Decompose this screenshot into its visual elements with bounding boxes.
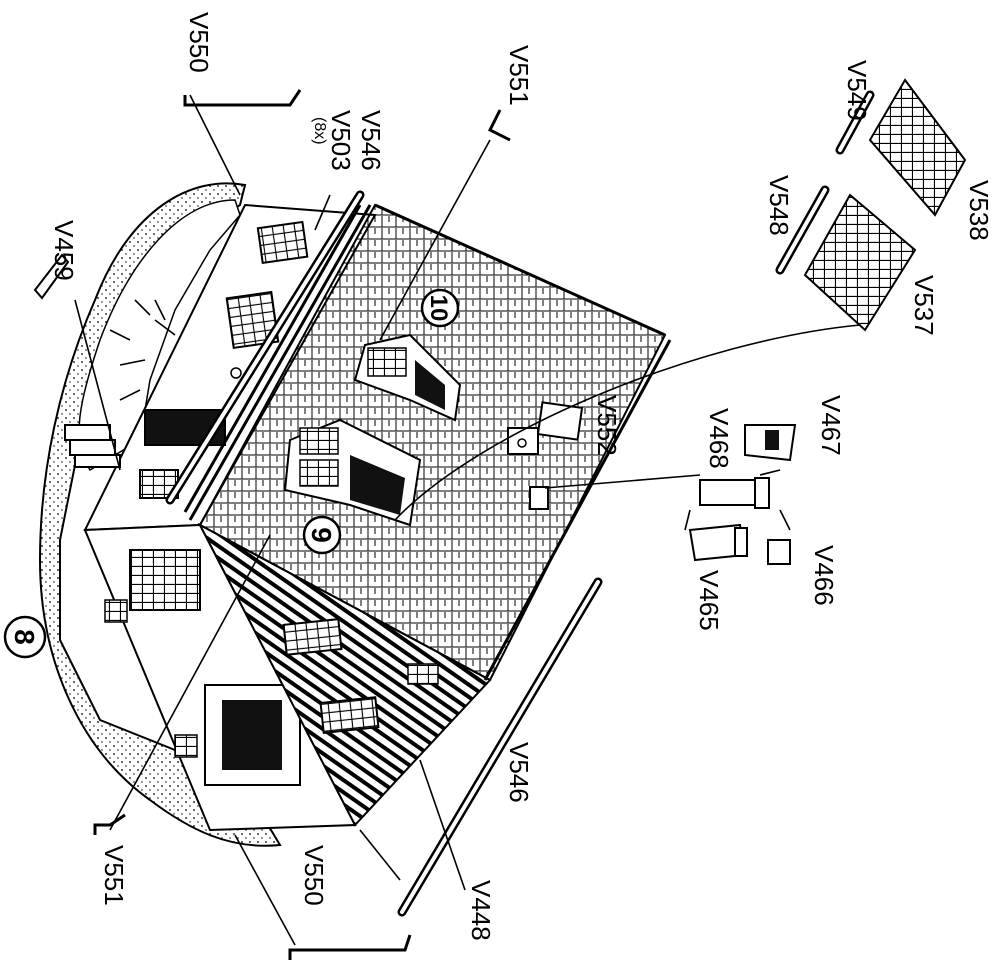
label-v448: V448	[466, 880, 496, 941]
label-v537: V537	[909, 275, 939, 336]
label-v465: V465	[694, 570, 724, 631]
label-v546-bottom: V546	[504, 742, 534, 803]
label-v459: V459	[49, 220, 79, 281]
window	[407, 663, 439, 685]
part-v459	[33, 253, 70, 300]
window	[225, 290, 280, 349]
chimney-plate	[507, 401, 584, 510]
label-v467: V467	[816, 395, 846, 456]
terrain-base	[38, 182, 282, 847]
ridge-rails	[165, 190, 672, 917]
window	[104, 599, 128, 623]
house-front-wall	[83, 523, 357, 832]
label-v466: V466	[809, 545, 839, 606]
label-v552: V552	[592, 395, 622, 456]
step-8-label: 8	[9, 629, 40, 645]
step-10-label: 10	[425, 295, 452, 322]
profile-brackets	[93, 89, 511, 960]
step-10: 10	[420, 288, 460, 328]
roof-panel-v538	[868, 78, 967, 217]
label-v503-qty: (8x)	[311, 117, 328, 145]
label-v546-top: V546	[356, 110, 386, 171]
step-8: 8	[3, 615, 47, 659]
chimney-parts	[688, 424, 797, 565]
part-labels: V550 V551 V549 V538 V548 V537 V546 V503 …	[49, 12, 994, 941]
ridge-caps	[775, 90, 875, 275]
label-v551-bottom: V551	[99, 845, 129, 906]
entry-steps	[64, 424, 121, 468]
gable-siding	[197, 522, 492, 827]
label-v503: V503	[326, 110, 356, 171]
dormer-9	[283, 418, 422, 527]
label-v538: V538	[964, 180, 994, 241]
step-9: 9	[302, 515, 342, 555]
window	[319, 696, 380, 734]
label-v549: V549	[842, 60, 872, 121]
step-9-label: 9	[306, 527, 337, 543]
label-v551-top: V551	[504, 45, 534, 106]
leader-lines	[74, 94, 861, 946]
label-v468: V468	[704, 408, 734, 469]
window	[256, 220, 309, 265]
dormer-10	[353, 333, 462, 422]
window	[129, 549, 201, 611]
window	[174, 734, 198, 758]
roof-panel-v537	[803, 193, 917, 332]
label-v550-top: V550	[184, 12, 214, 73]
label-v548: V548	[764, 175, 794, 236]
window	[282, 618, 343, 656]
label-v550-bottom: V550	[299, 845, 329, 906]
